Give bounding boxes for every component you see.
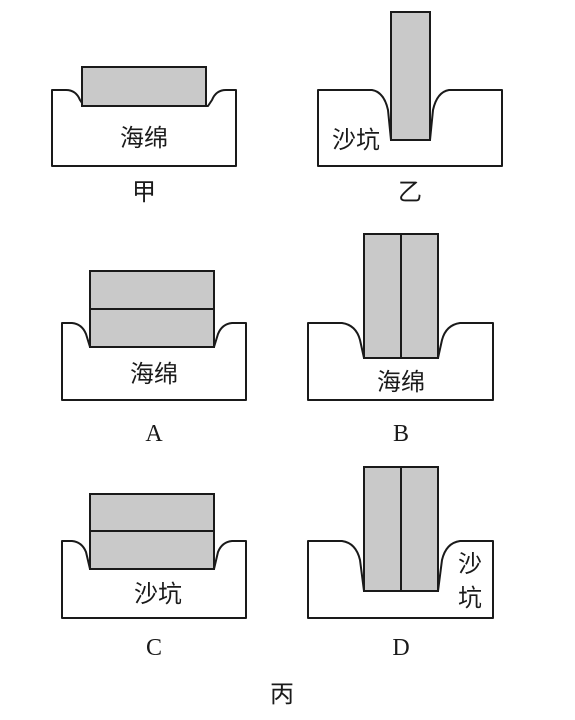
sponge-base [61,322,247,401]
group-caption: 丙 [270,682,294,708]
panel-caption: 甲 [132,180,156,206]
panel-a: 海绵 A [61,270,247,447]
panel-caption: B [393,421,409,447]
panel-d: 沙 坑 D [307,466,494,661]
panel-caption: C [146,635,162,661]
material-label: 海绵 [120,124,168,152]
panel-b: 海绵 B [307,233,494,447]
upright-block-left [363,233,402,359]
single-block-upright [390,11,431,141]
stacked-block-top [89,270,215,310]
panel-c: 沙坑 C [61,493,247,661]
material-label: 海绵 [377,368,425,396]
material-label: 海绵 [130,360,178,388]
material-label-line1: 沙 [458,550,482,578]
sponge-base [307,322,494,401]
sand-pit-base [307,540,494,619]
material-label-line2: 坑 [458,584,482,612]
upright-block-left [363,466,402,592]
panel-yi: 沙坑 乙 [317,11,503,206]
panel-caption: 乙 [398,180,422,206]
material-label: 沙坑 [332,126,380,154]
panel-caption: D [392,635,409,661]
single-block-flat [81,66,207,107]
sand-pit-base [61,540,247,619]
material-label: 沙坑 [134,580,182,608]
panel-jia: 海绵 甲 [51,66,237,206]
stacked-block-bottom [89,530,215,570]
panel-caption: A [145,421,163,447]
stacked-block-top [89,493,215,532]
sand-pit-base [317,89,503,167]
sponge-base [51,89,237,167]
upright-block-right [400,233,439,359]
upright-block-right [400,466,439,592]
stacked-block-bottom [89,308,215,348]
